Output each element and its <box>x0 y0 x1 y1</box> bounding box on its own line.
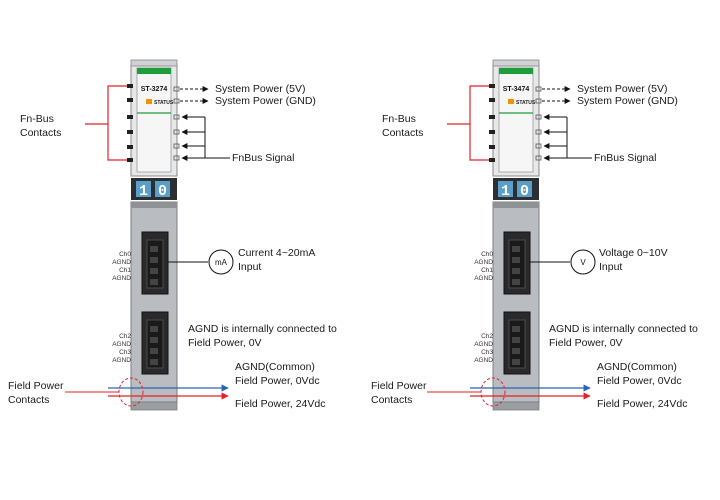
input-type-label: Current 4~20mA <box>238 247 315 259</box>
module-housing: ST-3274 STATUS <box>127 59 180 411</box>
right-side-contacts <box>535 86 542 161</box>
fnbus-contacts-label: Contacts <box>20 127 61 139</box>
ammeter-symbol <box>208 249 234 275</box>
connector-bottom <box>503 311 531 375</box>
agnd-label: AGND <box>112 357 131 364</box>
agnd-label: AGND <box>474 357 493 364</box>
fnbus-contacts-label: Fn-Bus <box>20 113 54 125</box>
fnbus-contacts-label: Contacts <box>382 127 423 139</box>
system-power-5v-label: System Power (5V) <box>577 83 667 95</box>
digit-0: 0 <box>158 183 167 200</box>
field-power-contacts-label: Field Power <box>8 380 64 392</box>
input-type-label: Voltage 0~10V <box>599 247 668 259</box>
agnd-label: AGND <box>474 275 493 282</box>
connector-top <box>503 231 531 295</box>
voltmeter-symbol <box>570 249 596 275</box>
module-st-3274: ST-3274 STATUS <box>8 59 337 411</box>
input-symbol-text: mA <box>215 258 228 267</box>
input-type-label: Input <box>599 261 622 273</box>
agnd-note: AGND is internally connected to <box>188 323 337 335</box>
fnbus-signal-bracket <box>543 114 592 161</box>
ch0-label: Ch0 <box>481 251 493 258</box>
agnd-common-label: AGND(Common) <box>597 361 677 373</box>
system-power-gnd-label: System Power (GND) <box>577 95 678 107</box>
fnbus-contact-pins <box>127 84 133 162</box>
connector-bottom <box>141 311 169 375</box>
system-power-gnd-label: System Power (GND) <box>215 95 316 107</box>
ch3-label: Ch3 <box>481 349 493 356</box>
input-symbol-text: V <box>580 258 586 267</box>
fnbus-contacts-label: Fn-Bus <box>382 113 416 125</box>
accent-stripe <box>137 68 171 74</box>
agnd-label: AGND <box>474 341 493 348</box>
right-side-contacts <box>173 86 180 161</box>
status-label: STATUS <box>154 100 174 106</box>
agnd-note: Field Power, 0V <box>549 337 623 349</box>
agnd-common-label: AGND(Common) <box>235 361 315 373</box>
agnd-common-label: Field Power, 0Vdc <box>597 375 682 387</box>
agnd-label: AGND <box>112 259 131 266</box>
ch3-label: Ch3 <box>119 349 131 356</box>
agnd-common-label: Field Power, 0Vdc <box>235 375 320 387</box>
ch2-label: Ch2 <box>481 333 493 340</box>
fnbus-contacts-bracket <box>447 85 489 161</box>
connector-top <box>141 231 169 295</box>
fnbus-signal-bracket <box>181 114 230 161</box>
status-led <box>146 99 152 104</box>
digit-1: 1 <box>139 183 148 200</box>
digit-0: 0 <box>520 183 529 200</box>
agnd-label: AGND <box>474 259 493 266</box>
input-type-label: Input <box>238 261 261 273</box>
agnd-note: Field Power, 0V <box>188 337 262 349</box>
module-housing: ST-3474 STATUS 1 <box>489 59 542 411</box>
system-power-5v-label: System Power (5V) <box>215 83 305 95</box>
ch1-label: Ch1 <box>119 267 131 274</box>
field-power-24v-label: Field Power, 24Vdc <box>597 398 687 410</box>
agnd-note: AGND is internally connected to <box>549 323 698 335</box>
fnbus-contacts-bracket <box>85 85 127 161</box>
field-power-contacts-label: Field Power <box>371 380 427 392</box>
fnbus-signal-label: FnBus Signal <box>594 152 656 164</box>
ch0-label: Ch0 <box>119 251 131 258</box>
accent-stripe <box>499 68 533 74</box>
digit-1: 1 <box>501 183 510 200</box>
model-label: ST-3474 <box>503 86 530 93</box>
module-st-3474: ST-3474 STATUS 1 <box>371 59 698 411</box>
ch1-label: Ch1 <box>481 267 493 274</box>
status-label: STATUS <box>516 100 536 106</box>
field-power-contacts-label: Contacts <box>371 394 412 406</box>
model-label: ST-3274 <box>141 86 168 93</box>
fnbus-signal-label: FnBus Signal <box>232 152 294 164</box>
agnd-label: AGND <box>112 341 131 348</box>
field-power-contacts-label: Contacts <box>8 394 49 406</box>
fnbus-contact-pins <box>489 84 495 162</box>
ch2-label: Ch2 <box>119 333 131 340</box>
field-power-24v-label: Field Power, 24Vdc <box>235 398 325 410</box>
agnd-label: AGND <box>112 275 131 282</box>
status-led <box>508 99 514 104</box>
